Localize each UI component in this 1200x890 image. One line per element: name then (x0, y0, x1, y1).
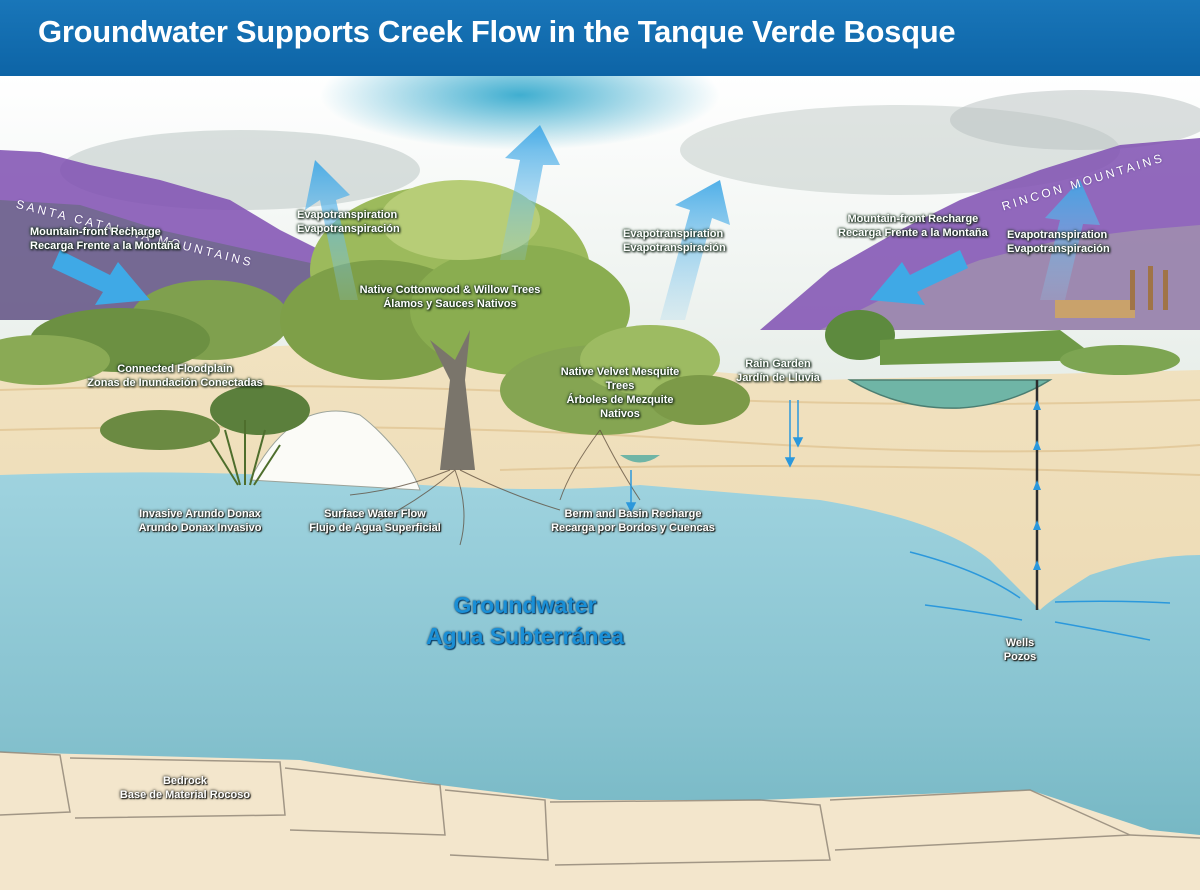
label-evapotranspiration-3: Evapotranspiration Evapotranspiración (1007, 229, 1110, 255)
recharge-arrow-icon (870, 250, 968, 305)
recharge-arrow-icon (52, 250, 150, 305)
label-mountain-recharge-left: Mountain-front Recharge Recarga Frente a… (30, 226, 180, 252)
label-mountain-recharge-right: Mountain-front Recharge Recarga Frente a… (838, 213, 988, 239)
label-velvet-mesquite: Native Velvet Mesquite Trees Árboles de … (560, 366, 680, 420)
bedrock-blocks (0, 751, 1200, 866)
berm-basin (620, 455, 660, 463)
label-surface-water-flow: Surface Water Flow Flujo de Agua Superfi… (309, 508, 441, 534)
label-evapotranspiration-1: Evapotranspiration Evapotranspiración (297, 209, 400, 235)
mesquite-trees (500, 325, 750, 435)
arundo-donax (209, 420, 281, 486)
label-connected-floodplain: Connected Floodplain Zonas de Inundación… (87, 363, 263, 389)
page-title: Groundwater Supports Creek Flow in the T… (38, 14, 956, 49)
creek-channel (249, 410, 421, 491)
cloud (950, 90, 1200, 150)
evapotranspiration-arrow-icon (1040, 180, 1100, 300)
label-groundwater: Groundwater Agua Subterránea (425, 592, 625, 649)
storm-cloud (320, 76, 720, 150)
tree-roots (349, 429, 641, 546)
evapotranspiration-arrow-icon (500, 125, 560, 260)
label-wells: Wells Pozos (1003, 637, 1037, 663)
evapotranspiration-arrow-icon (305, 160, 358, 300)
well-icon (1033, 380, 1041, 610)
label-arundo-donax: Invasive Arundo Donax Arundo Donax Invas… (138, 508, 262, 534)
label-rain-garden: Rain Garden Jardín de Lluvia (736, 358, 820, 384)
title-banner: Groundwater Supports Creek Flow in the T… (0, 0, 1200, 76)
label-berm-basin-recharge: Berm and Basin Recharge Recarga por Bord… (551, 508, 715, 534)
left-shrubs (0, 280, 310, 450)
rain-garden-basin (847, 379, 1053, 409)
label-bedrock: Bedrock Base de Material Rocoso (119, 775, 251, 801)
label-cottonwood-willow: Native Cottonwood & Willow Trees Álamos … (359, 284, 541, 310)
evapotranspiration-arrow-icon (660, 180, 730, 320)
right-vegetation (825, 266, 1180, 375)
groundwater-diagram (0, 76, 1200, 890)
bedrock (0, 752, 1200, 890)
drawdown-flow-arrows (909, 551, 1171, 641)
label-evapotranspiration-2: Evapotranspiration Evapotranspiración (623, 228, 726, 254)
infiltration-arrow-icon (625, 400, 804, 513)
